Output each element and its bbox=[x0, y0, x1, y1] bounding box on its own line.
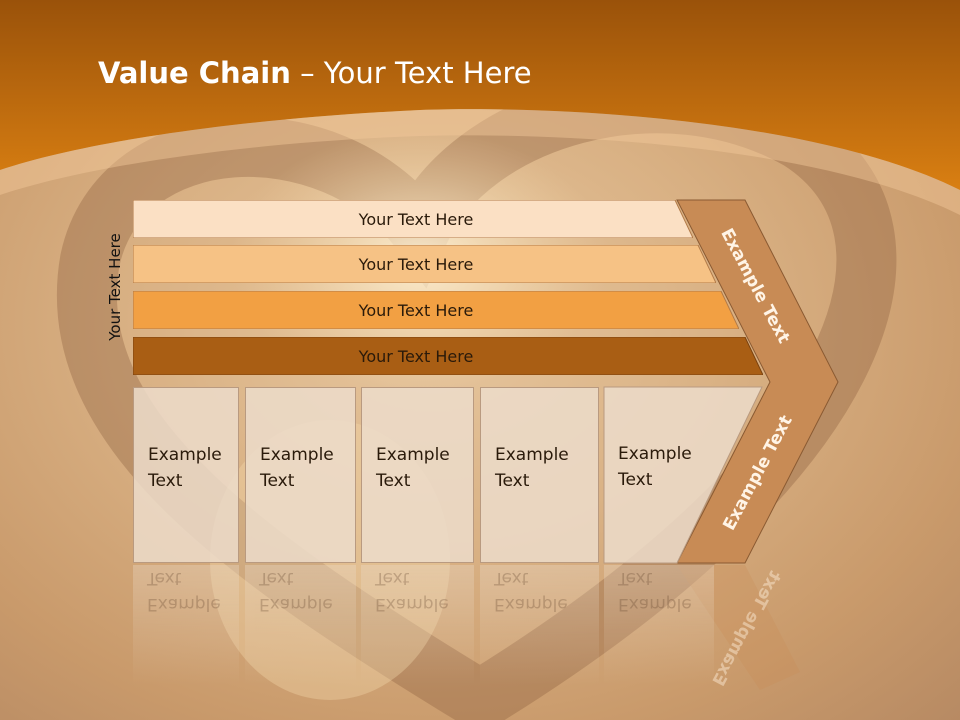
column-1: Example Text bbox=[133, 387, 239, 563]
column-1-line1: Example bbox=[148, 445, 222, 465]
bar-4: Your Text Here bbox=[133, 337, 763, 375]
column-5-line2: Text bbox=[618, 470, 653, 490]
title-rest: – Your Text Here bbox=[290, 56, 532, 90]
column-1-reflection: Example Text bbox=[133, 565, 239, 685]
column-3-ref-line2: Text bbox=[375, 568, 410, 588]
column-3-line2: Text bbox=[376, 471, 411, 491]
slide-title: Value Chain – Your Text Here bbox=[98, 56, 532, 90]
bar-4-label: Your Text Here bbox=[358, 346, 474, 366]
column-4-line2: Text bbox=[495, 471, 530, 491]
column-5-reflection: Example Text bbox=[604, 565, 714, 685]
column-4-ref-line1: Example bbox=[494, 594, 568, 614]
column-2-reflection: Example Text bbox=[245, 565, 356, 685]
bar-1-label: Your Text Here bbox=[358, 209, 474, 229]
column-3-reflection: Example Text bbox=[361, 565, 474, 685]
column-3-ref-line1: Example bbox=[375, 594, 449, 614]
column-5-ref-line2: Text bbox=[618, 568, 653, 588]
column-4-reflection: Example Text bbox=[480, 565, 599, 685]
column-4-ref-line2: Text bbox=[494, 568, 529, 588]
column-4: Example Text bbox=[480, 387, 599, 563]
column-5: Example Text bbox=[604, 387, 714, 493]
column-5-line1: Example bbox=[618, 444, 692, 464]
bar-1: Your Text Here bbox=[133, 200, 693, 238]
bar-3: Your Text Here bbox=[133, 291, 739, 329]
column-2: Example Text bbox=[245, 387, 356, 563]
column-5-ref-line1: Example bbox=[618, 594, 692, 614]
column-3-line1: Example bbox=[376, 445, 450, 465]
column-2-ref-line1: Example bbox=[259, 594, 333, 614]
column-1-ref-line1: Example bbox=[147, 594, 221, 614]
bar-2-label: Your Text Here bbox=[358, 254, 474, 274]
column-2-line1: Example bbox=[260, 445, 334, 465]
column-2-ref-line2: Text bbox=[259, 568, 294, 588]
title-bold: Value Chain bbox=[98, 56, 291, 90]
side-label: Your Text Here bbox=[106, 233, 124, 341]
bar-3-label: Your Text Here bbox=[358, 300, 474, 320]
column-3: Example Text bbox=[361, 387, 474, 563]
column-4-line1: Example bbox=[495, 445, 569, 465]
column-2-line2: Text bbox=[260, 471, 295, 491]
bar-2: Your Text Here bbox=[133, 245, 716, 283]
column-1-ref-line2: Text bbox=[147, 568, 182, 588]
header-band bbox=[0, 0, 960, 190]
column-1-line2: Text bbox=[148, 471, 183, 491]
